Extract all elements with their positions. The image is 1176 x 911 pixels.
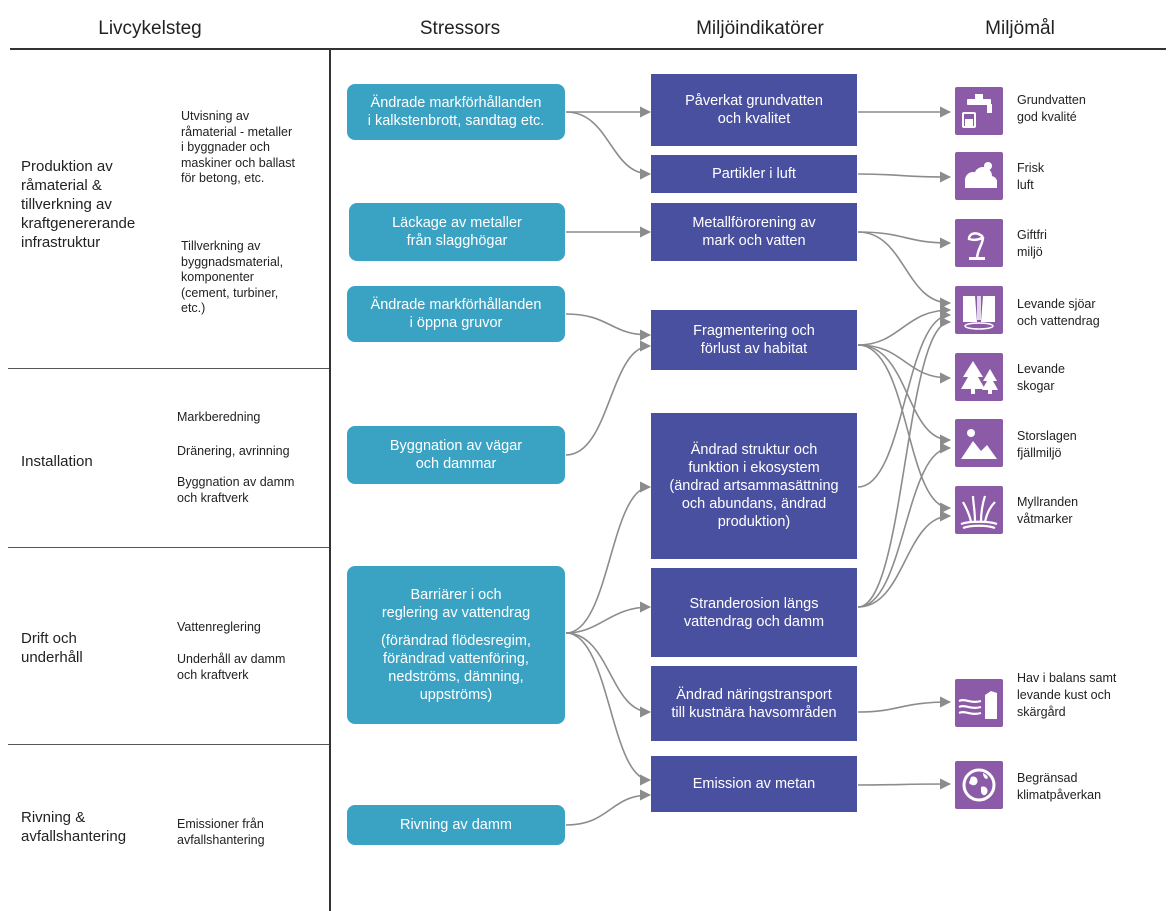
header-stressors: Stressors bbox=[419, 18, 501, 39]
cloud-icon bbox=[955, 152, 1003, 200]
mountain-icon bbox=[955, 419, 1003, 467]
sea-coast-icon bbox=[955, 679, 1003, 727]
header-indicators: Miljöindikatörer bbox=[696, 18, 824, 39]
stressor-box: Rivning av damm bbox=[347, 805, 565, 845]
activity-item: Markberedning bbox=[177, 410, 261, 424]
header-divider bbox=[10, 48, 1166, 50]
globe-icon bbox=[955, 761, 1003, 809]
indicator-box: Partikler i luft bbox=[651, 155, 857, 193]
phase-divider bbox=[8, 744, 329, 745]
phase-demolition: Rivning &avfallshantering bbox=[21, 809, 127, 845]
sprout-icon bbox=[955, 219, 1003, 267]
phase-divider bbox=[8, 368, 329, 369]
waterfall-icon bbox=[955, 286, 1003, 334]
phase-divider bbox=[8, 547, 329, 548]
phase-installation: Installation bbox=[21, 453, 93, 470]
header-goals: Miljömål bbox=[985, 18, 1055, 39]
activity-item: Vattenreglering bbox=[177, 620, 261, 634]
activity-item: Dränering, avrinning bbox=[177, 444, 290, 458]
trees-icon bbox=[955, 353, 1003, 401]
reeds-icon bbox=[955, 486, 1003, 534]
column-divider bbox=[329, 48, 331, 911]
water-tap-icon bbox=[955, 87, 1003, 135]
header-lifecycle: Livcykelsteg bbox=[98, 18, 202, 39]
indicator-box: Emission av metan bbox=[651, 756, 857, 812]
